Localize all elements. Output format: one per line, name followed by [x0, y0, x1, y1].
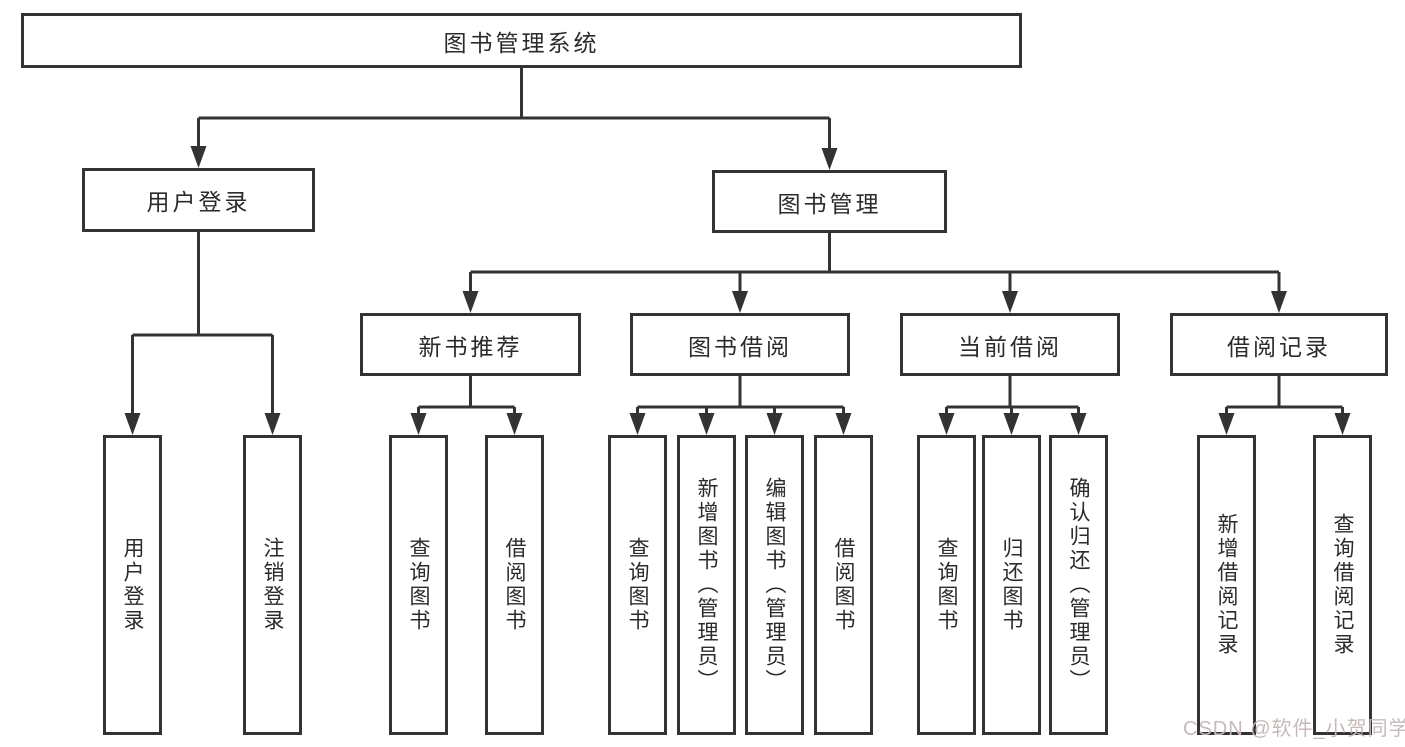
- node-label: 借阅图书: [503, 537, 526, 633]
- node-confirm-return-admin: 确认归还（管理员）: [1049, 435, 1108, 735]
- node-label: 查询图书: [407, 537, 430, 633]
- node-label: 当前借阅: [958, 333, 1062, 360]
- edge-root-to-level2: [197, 68, 831, 152]
- node-logout-leaf: 注销登录: [243, 435, 302, 735]
- node-edit-book-admin: 编辑图书（管理员）: [745, 435, 804, 735]
- node-book-borrow: 图书借阅: [630, 313, 850, 376]
- node-label: 归还图书: [1000, 537, 1023, 633]
- node-label: 新增借阅记录: [1215, 513, 1238, 657]
- node-borrow-records: 借阅记录: [1170, 313, 1388, 376]
- node-book-management: 图书管理: [712, 170, 947, 233]
- node-query-books-borrow: 查询图书: [608, 435, 667, 735]
- node-label: 图书借阅: [688, 333, 792, 360]
- node-label: 新增图书（管理员）: [695, 477, 718, 693]
- node-label: 用户登录: [121, 537, 144, 633]
- node-label: 注销登录: [261, 537, 284, 633]
- node-new-book-recommend: 新书推荐: [360, 313, 581, 376]
- node-query-books-current: 查询图书: [917, 435, 976, 735]
- edge-current-borrow-children: [945, 376, 1080, 415]
- node-label: 新书推荐: [418, 333, 523, 360]
- edge-borrow-records-children: [1225, 376, 1344, 415]
- node-label: 用户登录: [146, 189, 251, 215]
- csdn-watermark: CSDN @软件_小贺同学: [1183, 718, 1405, 740]
- node-query-books-recommend: 查询图书: [389, 435, 448, 735]
- node-current-borrow: 当前借阅: [900, 313, 1120, 376]
- node-borrow-books-leaf: 借阅图书: [814, 435, 873, 735]
- edge-book-borrow-children: [636, 376, 845, 415]
- edge-book-management-to-level3: [469, 233, 1281, 293]
- node-query-borrow-record: 查询借阅记录: [1313, 435, 1372, 735]
- node-add-book-admin: 新增图书（管理员）: [677, 435, 736, 735]
- node-label: 查询借阅记录: [1331, 513, 1354, 657]
- node-label: 查询图书: [626, 537, 649, 633]
- edge-user-login-children: [131, 232, 274, 415]
- node-label: 图书管理: [777, 190, 882, 217]
- node-user-login: 用户登录: [82, 168, 315, 232]
- edge-new-book-recommend-children: [417, 376, 516, 415]
- node-label: 图书管理系统: [443, 29, 600, 56]
- node-return-books: 归还图书: [982, 435, 1041, 735]
- node-label: 借阅记录: [1227, 333, 1331, 360]
- node-label: 确认归还（管理员）: [1067, 477, 1090, 693]
- node-add-borrow-record: 新增借阅记录: [1197, 435, 1256, 735]
- node-label: 借阅图书: [832, 537, 855, 633]
- node-label: 查询图书: [935, 537, 958, 633]
- node-library-management-system: 图书管理系统: [21, 13, 1022, 68]
- node-user-login-leaf: 用户登录: [103, 435, 162, 735]
- node-label: 编辑图书（管理员）: [763, 477, 786, 693]
- node-borrow-books-recommend: 借阅图书: [485, 435, 544, 735]
